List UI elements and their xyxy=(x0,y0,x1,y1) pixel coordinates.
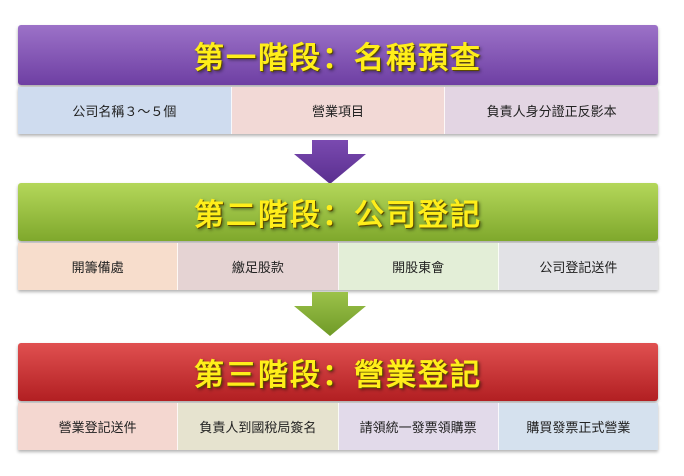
stage-3-item-1: 營業登記送件 xyxy=(18,403,179,450)
stage-3-items: 營業登記送件 負責人到國稅局簽名 請領統一發票領購票 購買發票正式營業 xyxy=(18,403,658,450)
stage-1-item-2: 營業項目 xyxy=(231,87,446,134)
stage-1-title: 第一階段：名稱預查 xyxy=(194,41,482,76)
stage-2-header: 第二階段：公司登記 xyxy=(18,183,658,241)
stage-2-item-2: 繳足股款 xyxy=(178,243,339,290)
stage-1: 第一階段：名稱預查 公司名稱３～５個 營業項目 負責人身分證正反影本 xyxy=(18,25,659,134)
stage-2-to-3-arrow xyxy=(294,292,366,336)
stage-1-to-2-arrow xyxy=(294,140,366,184)
stage-3-item-3: 請領統一發票領購票 xyxy=(338,403,499,450)
stage-3-header: 第三階段：營業登記 xyxy=(18,343,658,401)
stage-1-item-1: 公司名稱３～５個 xyxy=(18,87,232,134)
stage-3: 第三階段：營業登記 營業登記送件 負責人到國稅局簽名 請領統一發票領購票 購買發… xyxy=(18,343,658,450)
stage-2-title: 第二階段：公司登記 xyxy=(194,198,482,233)
stage-1-item-3: 負責人身分證正反影本 xyxy=(445,87,659,134)
stage-2-item-4: 公司登記送件 xyxy=(498,243,658,290)
stage-3-item-4: 購買發票正式營業 xyxy=(498,403,658,450)
stage-3-title: 第三階段：營業登記 xyxy=(194,358,482,393)
stage-2-item-1: 開籌備處 xyxy=(18,243,179,290)
stage-2-items: 開籌備處 繳足股款 開股東會 公司登記送件 xyxy=(18,243,658,290)
stage-2-item-3: 開股東會 xyxy=(338,243,499,290)
stage-1-header: 第一階段：名稱預查 xyxy=(18,25,658,85)
stage-1-items: 公司名稱３～５個 營業項目 負責人身分證正反影本 xyxy=(18,87,659,134)
stage-3-item-2: 負責人到國稅局簽名 xyxy=(178,403,339,450)
stage-2: 第二階段：公司登記 開籌備處 繳足股款 開股東會 公司登記送件 xyxy=(18,183,658,290)
